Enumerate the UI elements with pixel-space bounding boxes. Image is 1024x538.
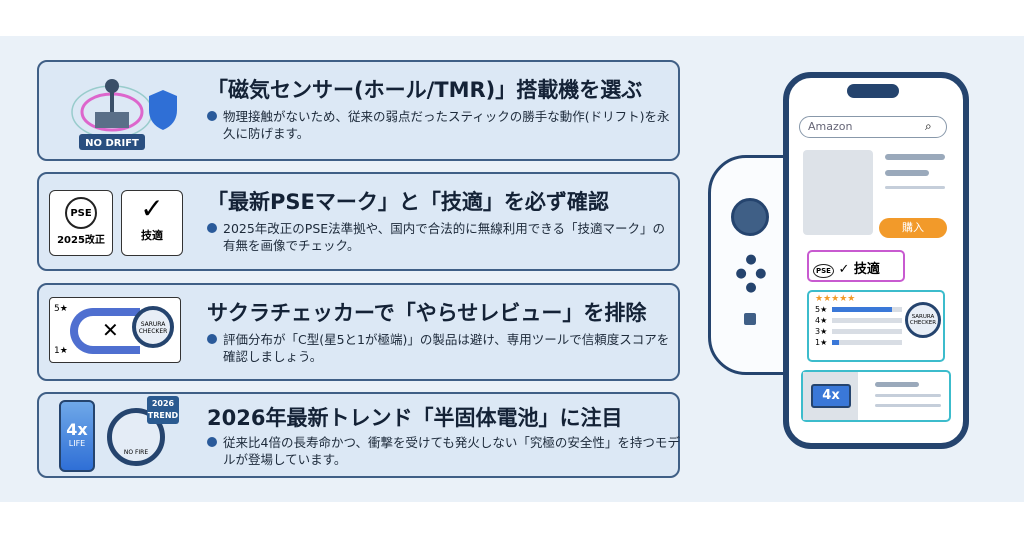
rating-bar [832,318,902,323]
trend-badge: 2026 TREND [147,396,179,424]
magnifier-icon: SARURA CHECKER [905,302,941,338]
no-drift-badge: NO DRIFT [85,138,139,149]
card-desc: 物理接触がないため、従来の弱点だったスティックの勝手な動作(ドリフト)を永久に防… [207,108,677,142]
card-desc: 従来比4倍の長寿命かつ、衝撃を受けても発火しない「究極の安全性」を持つモデルが登… [207,434,687,468]
pse-mark-icon: PSE 2025改正 [49,190,113,256]
card-magnetic-sensor: NO DRIFT 「磁気センサー(ホール/TMR)」搭載機を選ぶ 物理接触がない… [37,60,680,161]
card-title: 「最新PSEマーク」と「技適」を必ず確認 [207,190,609,214]
battery-icon: 4x [811,384,851,408]
card-desc: 2025年改正のPSE法準拠や、国内で合法的に無線利用できる「技適マーク」の有無… [207,220,677,254]
rating-label: 5★ [815,305,828,314]
joystick-shield-icon: NO DRIFT [71,79,177,150]
rating-row: 5★ [815,304,937,315]
rating-row: 1★ [815,337,937,348]
card-title: サクラチェッカーで「やらせレビュー」を排除 [207,301,647,325]
battery-panel: 4x [801,370,951,422]
rating-bar [832,340,902,345]
buy-button: 購入 [879,218,947,238]
card-sakura-checker: 5★ 1★ ✕ SARURA CHECKER サクラチェッカーで「やらせレビュー… [37,283,680,381]
dpad-icon: ●● ●● [735,252,767,295]
rating-bar [832,307,902,312]
card-title: 2026年最新トレンド「半固体電池」に注目 [207,406,623,430]
giteki-mark-icon: ✓ 技適 [121,190,183,256]
card-pse-giteki: PSE 2025改正 ✓ 技適 「最新PSEマーク」と「技適」を必ず確認 202… [37,172,680,271]
rating-label: 3★ [815,327,828,336]
rating-label: 1★ [815,338,828,347]
no-fire-icon: NO FIRE [107,408,165,466]
review-panel: ★★★★★ 5★4★3★1★ SARURA CHECKER [807,290,945,362]
analog-stick-icon [731,198,769,236]
rating-row: 3★ [815,326,937,337]
magnifier-icon: SARURA CHECKER [132,306,174,348]
card-title: 「磁気センサー(ホール/TMR)」搭載機を選ぶ [207,78,643,102]
phone-illustration: Amazon ⌕ 購入 PSE ✓ 技適 ★★★★★ 5★4★3★1★ SARU… [783,72,969,449]
rating-label: 4★ [815,316,828,325]
certification-marks: PSE ✓ 技適 [807,250,905,282]
review-distribution-icon: 5★ 1★ ✕ SARURA CHECKER [49,297,181,363]
rating-bar [832,329,902,334]
search-icon: ⌕ [925,119,932,133]
rating-row: 4★ [815,315,937,326]
search-input: Amazon [799,116,947,138]
card-desc: 評価分布が「C型(星5と1が極端)」の製品は避け、専用ツールで信頼度スコアを確認… [207,331,677,365]
